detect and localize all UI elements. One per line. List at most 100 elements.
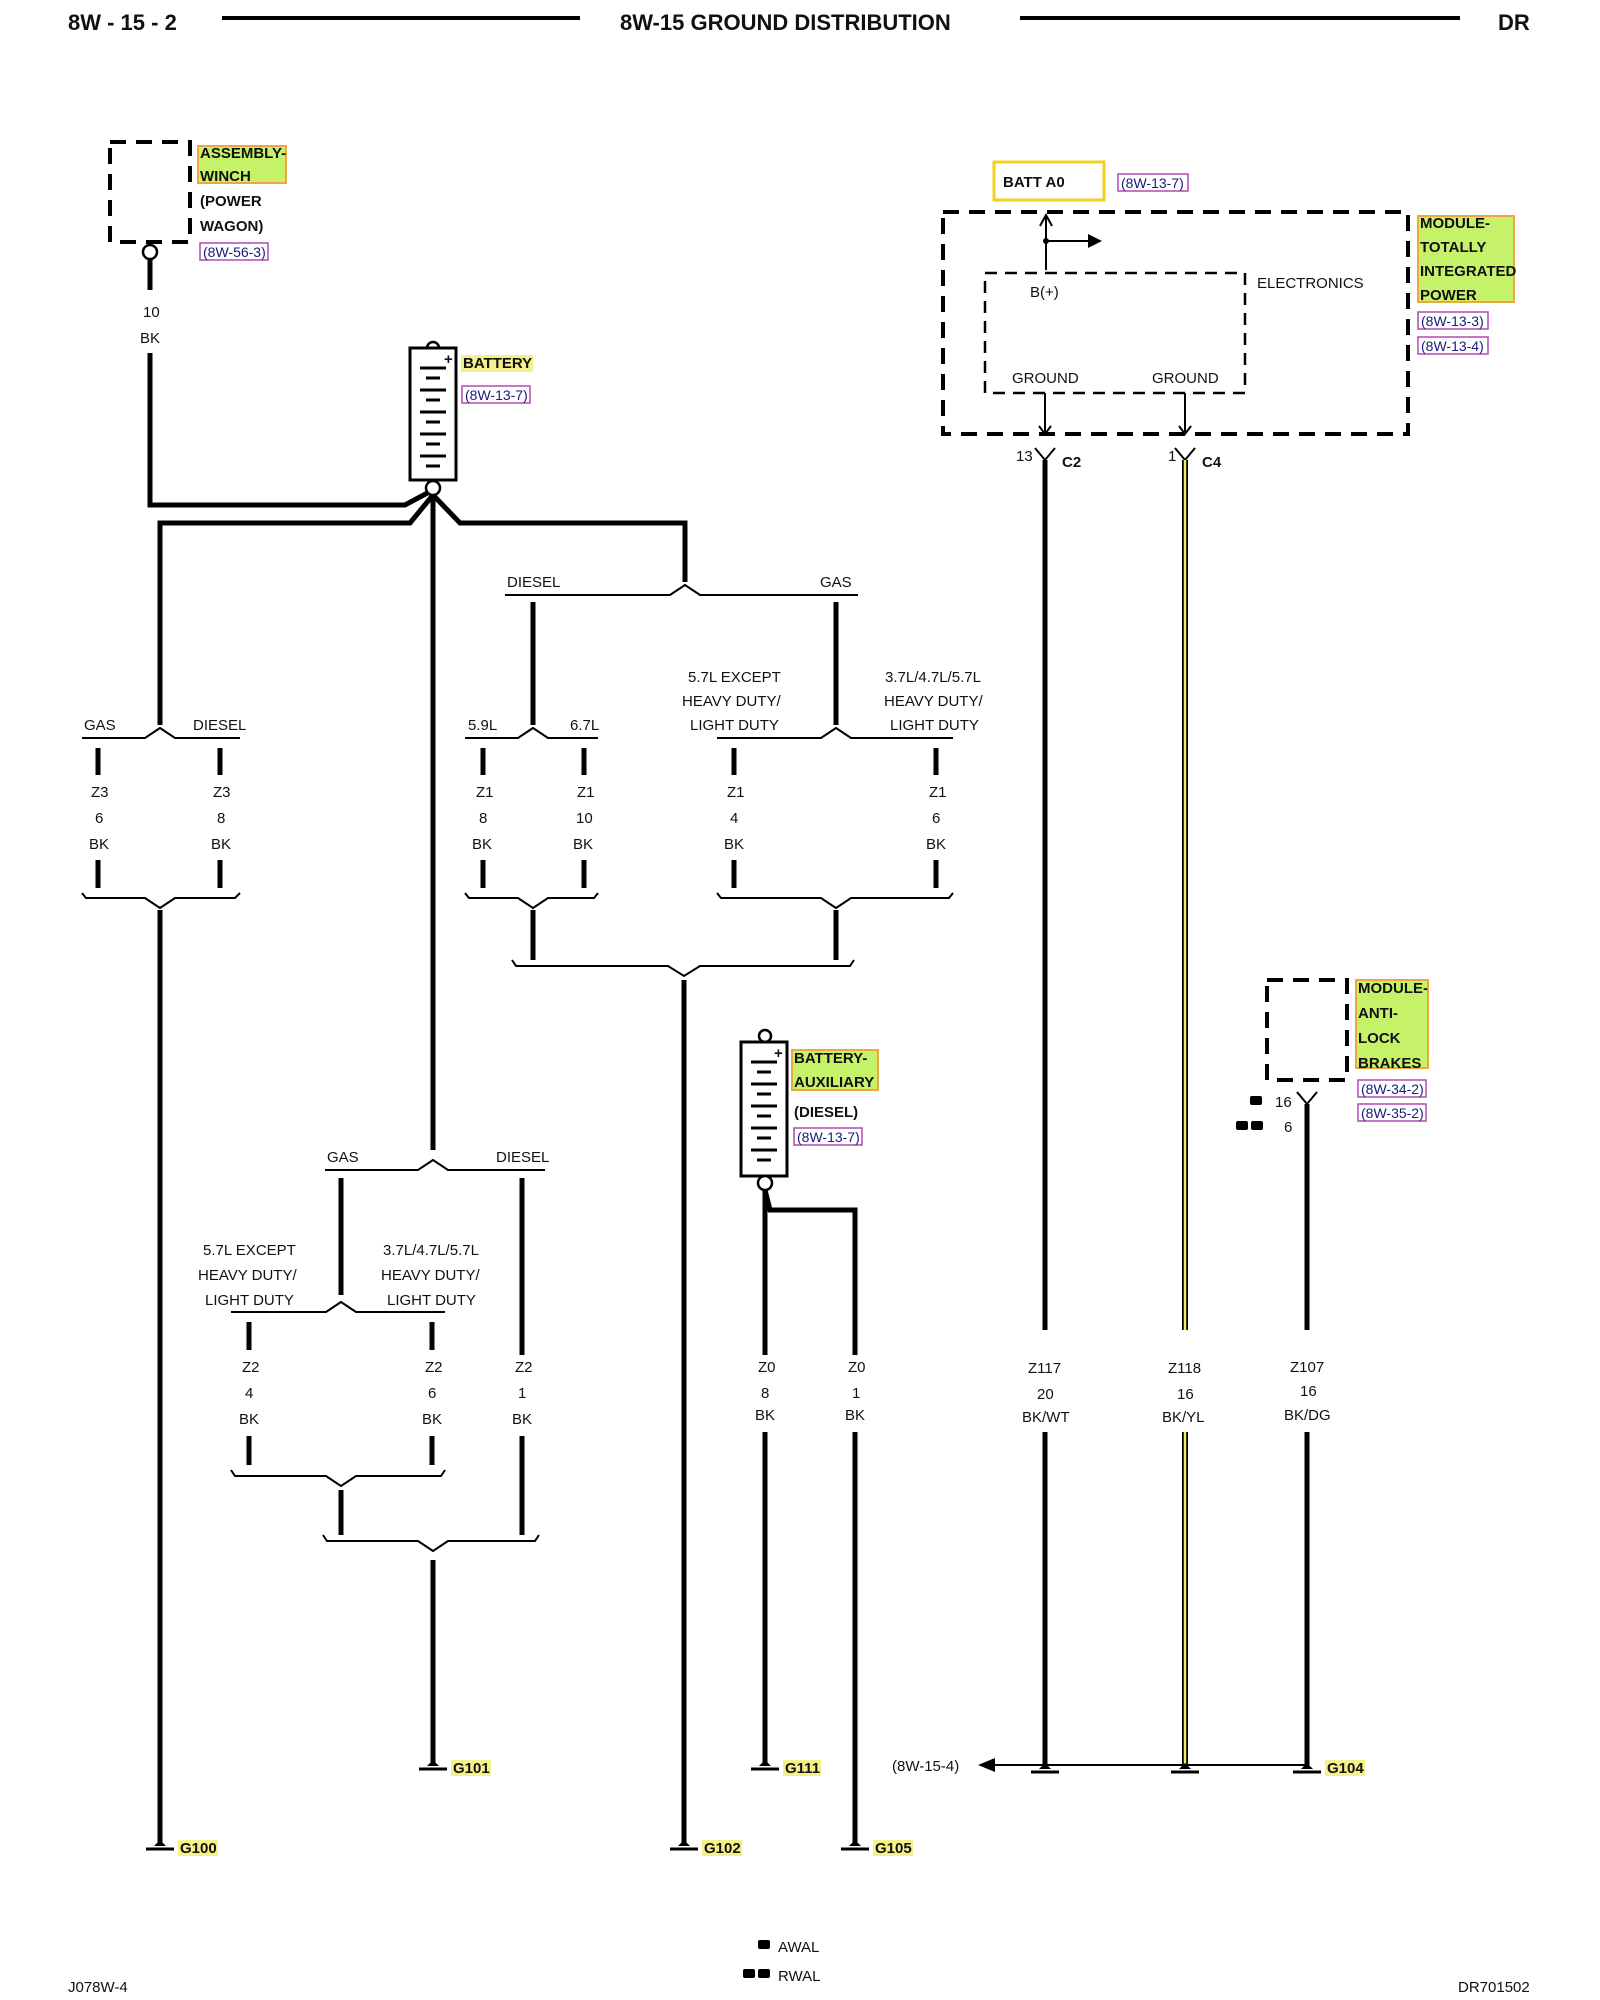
wire-z0-8-color: BK	[755, 1407, 775, 1424]
wire-z1-8-gauge: 8	[479, 810, 487, 827]
abs-ref1-box	[1357, 1079, 1427, 1098]
double-connector-icon	[1236, 1121, 1248, 1130]
tipm-ground-a-label: GROUND	[1012, 370, 1079, 387]
legend-rwal-icon-b	[758, 1969, 770, 1978]
mid-gas-subsplit-bracket	[231, 1300, 445, 1313]
mid-merge-bracket	[322, 1534, 540, 1553]
r57-label-line1: 5.7L EXCEPT	[688, 669, 781, 686]
wire-z2-6-gauge: 6	[428, 1385, 436, 1402]
winch-connector	[141, 243, 159, 261]
footer-left-code: J078W-4	[68, 1979, 128, 1996]
page-id: 8W - 15 - 2	[68, 10, 177, 35]
aux-battery-label-line3: (DIESEL)	[794, 1104, 858, 1121]
winch-wire-gauge: 10	[143, 304, 160, 321]
page-title: 8W-15 GROUND DISTRIBUTION	[620, 10, 951, 35]
battery-label: BATTERY	[463, 355, 532, 372]
mid-split-gas: GAS	[327, 1149, 359, 1166]
r37-label-line2: HEAVY DUTY/	[884, 693, 983, 710]
wire-z2-1-circuit: Z2	[515, 1359, 533, 1376]
tipm-label-line4: POWER	[1420, 287, 1477, 304]
battery-terminal-bottom	[424, 479, 442, 497]
wire-z1-6-color: BK	[926, 836, 946, 853]
tipm-ref2[interactable]: (8W-13-4)	[1421, 338, 1484, 354]
tipm-c2-label: C2	[1062, 454, 1081, 471]
wire-z107-gauge: 16	[1300, 1383, 1317, 1400]
mid37-label-line3: LIGHT DUTY	[387, 1292, 476, 1309]
abs-component-box	[1265, 978, 1349, 1082]
gas-subsplit-bracket	[717, 726, 953, 739]
top-split-gas: GAS	[820, 574, 852, 591]
wire-z2-6-color: BK	[422, 1411, 442, 1428]
aux-battery-terminal-bottom	[756, 1174, 774, 1192]
left-split-diesel: DIESEL	[193, 717, 246, 734]
continued-ref[interactable]: (8W-15-4)	[892, 1758, 959, 1775]
abs-label-highlight	[1355, 979, 1429, 1069]
tipm-c4-pin: 1	[1168, 448, 1176, 465]
wire-z0-1-circuit: Z0	[848, 1359, 866, 1376]
fuse-label: BATT A0	[1003, 174, 1065, 191]
wire-z3-6-gauge: 6	[95, 810, 103, 827]
aux-battery-ref[interactable]: (8W-13-7)	[797, 1129, 860, 1145]
g100-label: G100	[180, 1840, 217, 1857]
wire-z3-8-circuit: Z3	[213, 784, 231, 801]
tipm-c4-connector	[1174, 447, 1196, 462]
tipm-label-line1: MODULE-	[1420, 215, 1490, 232]
wire-z2-6-circuit: Z2	[425, 1359, 443, 1376]
tipm-bplus-label: B(+)	[1030, 284, 1059, 301]
tipm-c2-pin: 13	[1016, 448, 1033, 465]
legend-rwal-label: RWAL	[778, 1968, 821, 1985]
wire-z3-8-gauge: 8	[217, 810, 225, 827]
wire-battery-to-right-split	[431, 493, 688, 582]
wire-z2-4-gauge: 4	[245, 1385, 253, 1402]
winch-label-highlight	[197, 145, 287, 184]
g101-label: G101	[453, 1760, 490, 1777]
wire-z117-color: BK/WT	[1022, 1409, 1070, 1426]
mid57-label-line3: LIGHT DUTY	[205, 1292, 294, 1309]
aux-battery-label-line2: AUXILIARY	[794, 1074, 874, 1091]
tipm-electronics-box	[983, 271, 1247, 395]
ground-g100: G100	[146, 1840, 218, 1857]
winch-ref[interactable]: (8W-56-3)	[203, 244, 266, 260]
continued-arrow-icon	[978, 1758, 995, 1772]
aux-battery-ref-box	[793, 1127, 863, 1146]
battery-ref-box	[461, 385, 531, 404]
abs-ref2[interactable]: (8W-35-2)	[1361, 1105, 1424, 1121]
wire-z117-circuit: Z117	[1028, 1360, 1061, 1377]
aux-battery-label-line1: BATTERY-	[794, 1050, 867, 1067]
battery-ref[interactable]: (8W-13-7)	[465, 387, 528, 403]
legend-rwal-icon	[743, 1969, 755, 1978]
legend-awal-label: AWAL	[778, 1939, 819, 1956]
left-merge-bracket	[81, 892, 241, 910]
g102-label: G102	[704, 1840, 741, 1857]
top-merge-bracket	[511, 959, 855, 978]
model-code: DR	[1498, 10, 1530, 35]
tipm-label-line2: TOTALLY	[1420, 239, 1486, 256]
abs-ref1[interactable]: (8W-34-2)	[1361, 1081, 1424, 1097]
g105-label: G105	[875, 1840, 912, 1857]
tipm-electronics-label: ELECTRONICS	[1257, 275, 1364, 292]
wire-z1-10-color: BK	[573, 836, 593, 853]
winch-ref-box	[199, 242, 269, 261]
top-split-bracket	[505, 583, 858, 596]
wire-z3-8-color: BK	[211, 836, 231, 853]
wire-z118-color: BK/YL	[1162, 1409, 1205, 1426]
wire-z118-circuit: Z118	[1168, 1360, 1201, 1377]
wire-z0-1-top	[762, 1189, 858, 1355]
wire-z2-4-color: BK	[239, 1411, 259, 1428]
wire-z0-8-circuit: Z0	[758, 1359, 776, 1376]
tipm-ref1[interactable]: (8W-13-3)	[1421, 313, 1484, 329]
wire-z2-1-color: BK	[512, 1411, 532, 1428]
abs-pin-rwal: 6	[1284, 1119, 1292, 1136]
tipm-component-box	[941, 210, 1410, 436]
fuse-ref[interactable]: (8W-13-7)	[1121, 175, 1184, 191]
tipm-ground-a-arrow	[1038, 425, 1052, 436]
winch-wire	[147, 353, 435, 508]
fuse-box	[992, 160, 1106, 202]
aux-battery-plus-sign: +	[774, 1045, 783, 1062]
aux-battery-label-highlight	[791, 1049, 879, 1091]
mid-gas-merge-bracket	[230, 1469, 446, 1488]
abs-ref2-box	[1357, 1103, 1427, 1122]
double-connector-icon-b	[1251, 1121, 1263, 1130]
tipm-ref1-box	[1417, 311, 1489, 330]
legend-awal-icon	[758, 1940, 770, 1949]
